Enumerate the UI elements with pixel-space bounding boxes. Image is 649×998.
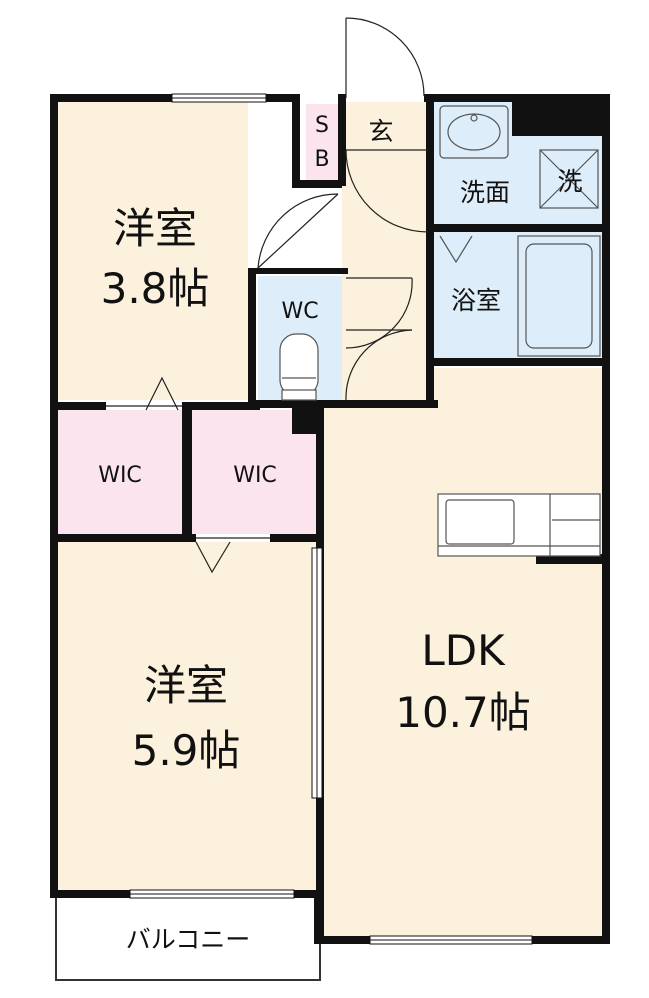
kitchen-counter-icon bbox=[437, 493, 601, 557]
balcony-floor bbox=[55, 895, 321, 981]
shoe-box-label-s: S bbox=[315, 113, 329, 138]
windows bbox=[129, 93, 533, 945]
ldk-floor bbox=[320, 368, 602, 936]
doors bbox=[106, 17, 429, 574]
wic-left-label: WIC bbox=[98, 463, 142, 488]
wic-right-label: WIC bbox=[233, 463, 277, 488]
ldk-name: LDK bbox=[421, 626, 506, 675]
bathroom-floor bbox=[432, 232, 602, 358]
wc-label: WC bbox=[281, 299, 318, 324]
shoe-box-label-b: B bbox=[314, 147, 329, 172]
washbasin-icon bbox=[439, 105, 509, 159]
bathroom-label: 浴室 bbox=[451, 286, 501, 315]
western-room-2-name: 洋室 bbox=[144, 661, 228, 710]
western-room-2-floor bbox=[58, 540, 320, 890]
washroom-label: 洗面 bbox=[460, 178, 510, 207]
washer-label: 洗 bbox=[557, 167, 582, 196]
wic-left-floor bbox=[58, 410, 182, 534]
shoe-box-floor bbox=[306, 104, 338, 180]
fixtures bbox=[279, 105, 601, 557]
western-room-1-size: 3.8帖 bbox=[101, 264, 210, 313]
ldk-size: 10.7帖 bbox=[395, 688, 531, 737]
bathtub-icon bbox=[517, 235, 601, 357]
western-room-1-name: 洋室 bbox=[113, 204, 197, 253]
entrance-label: 玄 bbox=[368, 117, 393, 146]
toilet-icon bbox=[279, 333, 319, 397]
washer-pan-icon bbox=[539, 149, 599, 209]
western-room-1-floor bbox=[58, 102, 248, 400]
western-room-2-size: 5.9帖 bbox=[132, 726, 241, 775]
hall-floor bbox=[342, 102, 432, 404]
balcony-label: バルコニー bbox=[126, 925, 251, 954]
